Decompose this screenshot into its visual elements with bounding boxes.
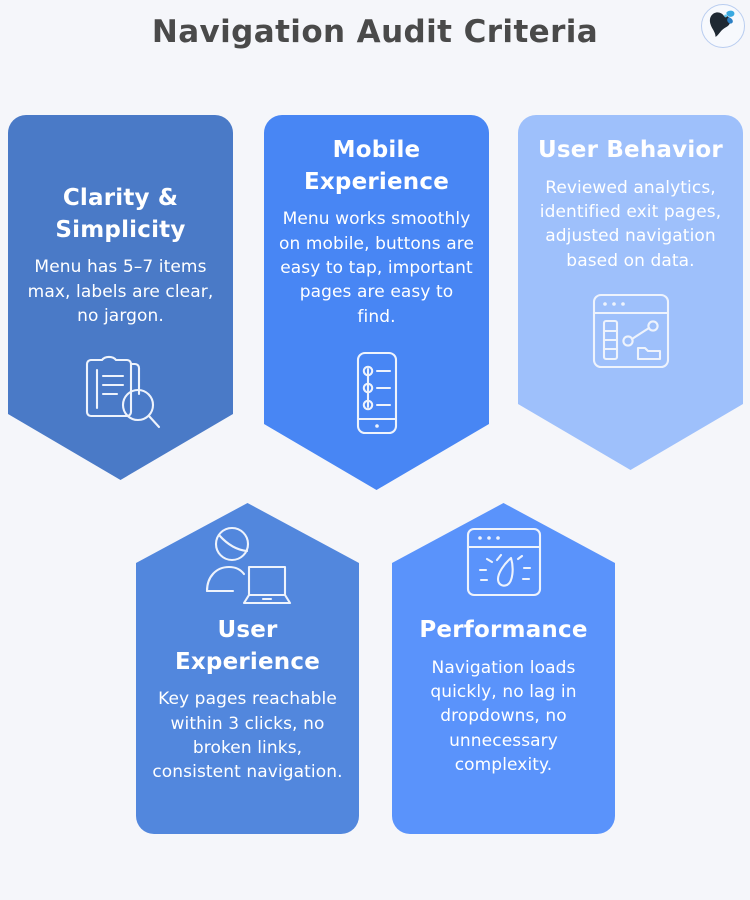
- card-body: Navigation loads quickly, no lag in drop…: [430, 657, 577, 775]
- card-title: User Experience: [174, 617, 321, 675]
- page-title: Navigation Audit Criteria: [151, 14, 599, 50]
- card-body: Menu has 5–7 items max, labels are clear…: [27, 257, 214, 327]
- woman-butterfly-logo-icon: [701, 4, 745, 48]
- person-laptop-icon: [136, 525, 359, 609]
- card-shape-point-up: [392, 503, 615, 834]
- card-body: Menu works smoothly on mobile, buttons a…: [278, 209, 475, 327]
- page-header: Navigation Audit Criteria: [0, 0, 750, 70]
- card-clarity-simplicity[interactable]: Clarity & Simplicity Menu has 5–7 items …: [8, 115, 233, 480]
- card-shape-point-up: [136, 503, 359, 834]
- card-title: User Behavior: [538, 137, 723, 163]
- card-body: Key pages reachable within 3 clicks, no …: [152, 689, 343, 783]
- card-performance[interactable]: Performance Navigation loads quickly, no…: [392, 503, 615, 834]
- card-shape-point-down: [518, 115, 743, 470]
- card-body: Reviewed analytics, identified exit page…: [539, 177, 722, 271]
- mobile-list-icon: [278, 351, 475, 435]
- card-mobile-experience[interactable]: Mobile Experience Menu works smoothly on…: [264, 115, 489, 490]
- browser-speedometer-icon: [392, 525, 615, 603]
- card-title: Mobile Experience: [303, 137, 450, 195]
- clipboard-search-icon: [22, 350, 219, 430]
- browser-analytics-icon: [532, 291, 729, 371]
- card-shape-point-down: [8, 115, 233, 480]
- card-title: Performance: [419, 617, 588, 643]
- card-user-experience[interactable]: User Experience Key pages reachable with…: [136, 503, 359, 834]
- card-title: Clarity & Simplicity: [55, 185, 186, 243]
- card-shape-point-down: [264, 115, 489, 490]
- card-user-behavior[interactable]: User Behavior Reviewed analytics, identi…: [518, 115, 743, 470]
